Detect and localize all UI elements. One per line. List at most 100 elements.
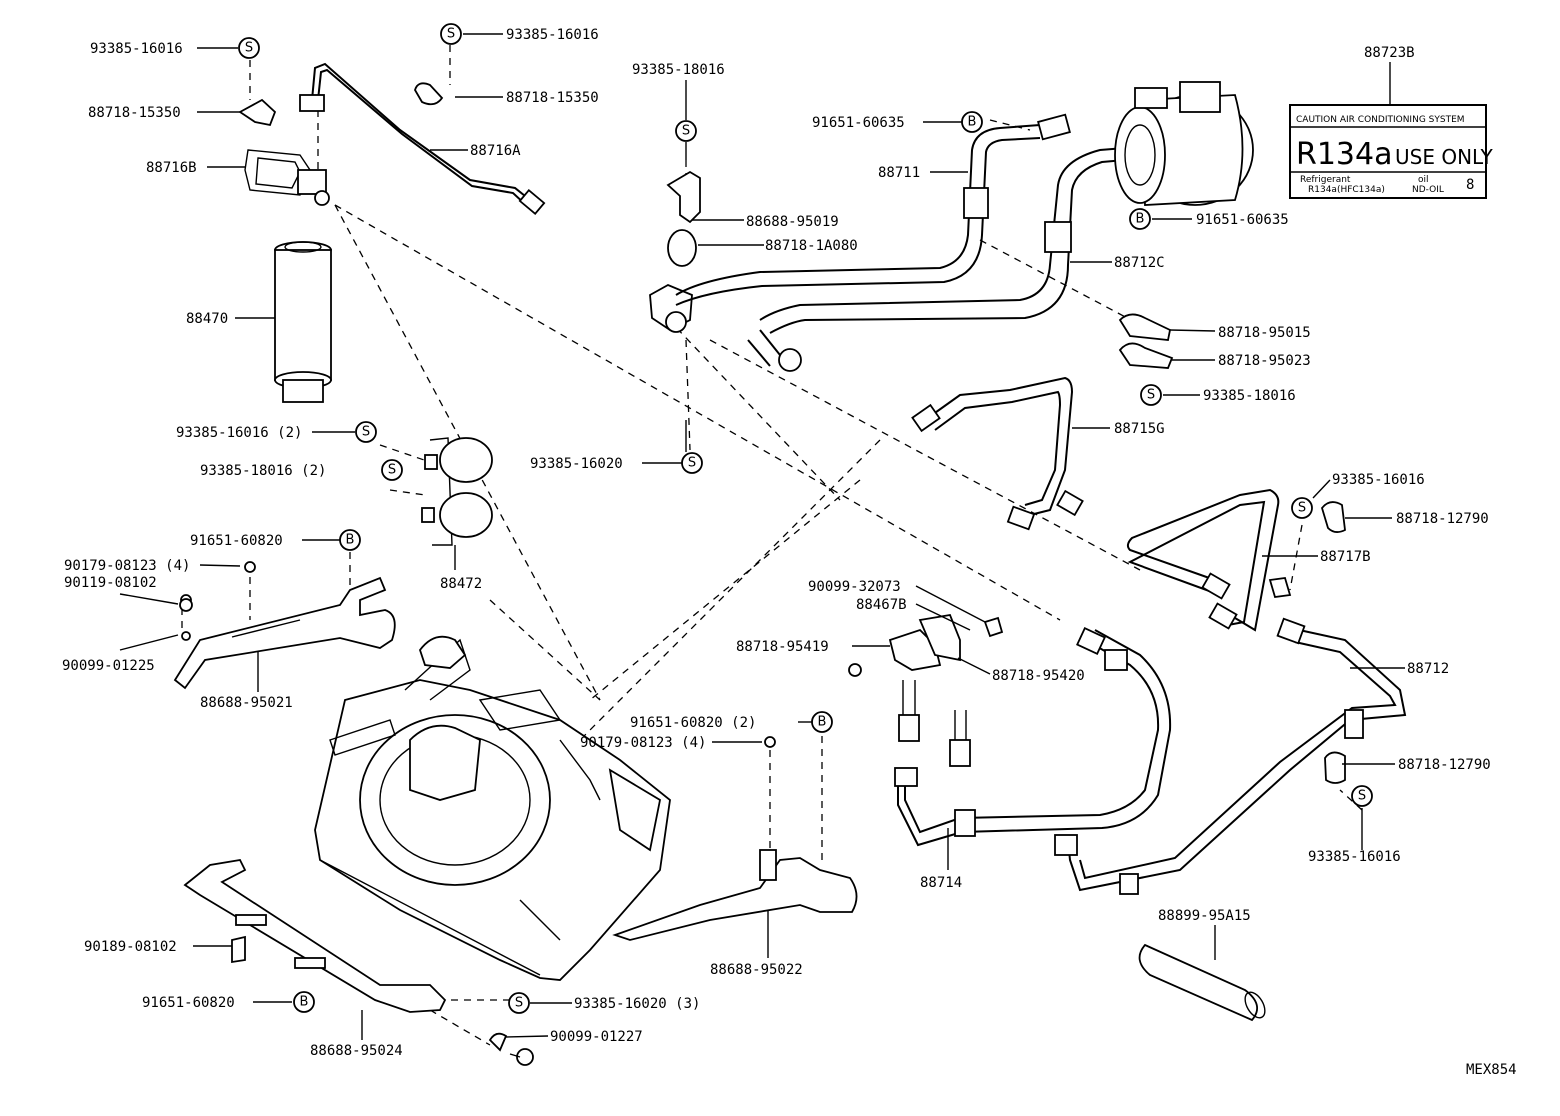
- callout-label: 93385-16020: [530, 456, 623, 472]
- insulator-88899-95A15: [1138, 943, 1266, 1022]
- callout-label: 88716B: [146, 160, 197, 176]
- label-line1-right: oil: [1418, 175, 1429, 185]
- svg-text:B: B: [968, 115, 977, 130]
- label-header: CAUTION AIR CONDITIONING SYSTEM: [1296, 115, 1465, 125]
- screw-symbol: S: [238, 37, 260, 59]
- callout-label: 88688-95021: [200, 695, 293, 711]
- hose-88712C: [747, 147, 1126, 372]
- callout-label: 88688-95024: [310, 1043, 403, 1059]
- callout-label: 88718-15350: [88, 105, 181, 121]
- callout-label: 88718-12790: [1396, 511, 1489, 527]
- svg-text:S: S: [1147, 388, 1155, 403]
- compressor: [1114, 81, 1254, 206]
- callout-label: 90119-08102: [64, 575, 157, 591]
- clamp-left: [238, 98, 277, 127]
- bottom-fasteners: [488, 1032, 534, 1066]
- callout-label: 88688-95019: [746, 214, 839, 230]
- callout-label: 93385-18016: [1203, 388, 1296, 404]
- svg-text:B: B: [818, 715, 827, 730]
- callout-label: 88714: [920, 875, 962, 891]
- receiver-drier: [274, 241, 332, 403]
- bracket-88472: [421, 437, 493, 546]
- label-main: R134a: [1296, 137, 1393, 172]
- callout-label: 93385-16016: [90, 41, 183, 57]
- svg-text:S: S: [515, 996, 523, 1011]
- bracket-88688-95021: [173, 576, 396, 690]
- label-code: 8: [1466, 177, 1474, 193]
- callout-labels: 93385-16016 88718-15350 88716B 88470 933…: [62, 27, 1517, 1078]
- callout-label: 88711: [878, 165, 920, 181]
- callout-label: 88715G: [1114, 421, 1165, 437]
- callout-label: 88718-12790: [1398, 757, 1491, 773]
- callout-label: 90099-01227: [550, 1029, 643, 1045]
- callout-label: 88712C: [1114, 255, 1165, 271]
- callout-label: 88470: [186, 311, 228, 327]
- screw-symbol: S: [681, 452, 703, 474]
- callout-label: 93385-16016 (2): [176, 425, 302, 441]
- callout-label: 88718-15350: [506, 90, 599, 106]
- evaporator-unit: [314, 635, 671, 981]
- callout-label: 88723B: [1364, 45, 1415, 61]
- callout-label: 88718-95420: [992, 668, 1085, 684]
- callout-label: 93385-18016 (2): [200, 463, 326, 479]
- bolt-symbol: B: [339, 529, 361, 551]
- callout-label: 93385-16016: [506, 27, 599, 43]
- symbol-circles: S S S B B S S S S B S B S B S: [179, 23, 1373, 1014]
- bolt-symbol: B: [1129, 208, 1151, 230]
- hose-88717B: [1126, 488, 1292, 632]
- callout-label: 88899-95A15: [1158, 908, 1251, 924]
- bracket-88688-95024: [183, 859, 447, 1013]
- callout-label: 91651-60820: [142, 995, 235, 1011]
- callout-label: 90179-08123 (4): [64, 558, 190, 574]
- svg-text:S: S: [388, 463, 396, 478]
- screw-symbol: S: [1351, 785, 1373, 807]
- callout-label: 88467B: [856, 597, 907, 613]
- callout-label: 93385-16016: [1308, 849, 1401, 865]
- callout-label: 88718-95419: [736, 639, 829, 655]
- bolt-symbol: B: [293, 991, 315, 1013]
- bracket-88688-95019: [649, 170, 701, 333]
- svg-text:S: S: [447, 27, 455, 42]
- svg-text:S: S: [682, 124, 690, 139]
- clamp-12790-lower: [1324, 751, 1346, 784]
- label-line1-left: Refrigerant: [1300, 175, 1351, 185]
- hose-88711: [675, 113, 1071, 306]
- svg-text:S: S: [362, 425, 370, 440]
- callout-label: 91651-60820: [190, 533, 283, 549]
- svg-text:S: S: [1298, 501, 1306, 516]
- screw-symbol: S: [1291, 497, 1313, 519]
- svg-text:S: S: [245, 41, 253, 56]
- label-suffix: USE ONLY: [1395, 145, 1494, 169]
- caution-label-plate: CAUTION AIR CONDITIONING SYSTEM R134a US…: [1289, 104, 1494, 199]
- screw-symbol: S: [1140, 384, 1162, 406]
- callout-label: 88717B: [1320, 549, 1371, 565]
- bracket-95419: [848, 613, 1004, 767]
- screw-symbol: S: [675, 120, 697, 142]
- clamp-right: [414, 82, 444, 106]
- clamp-pair: [1118, 313, 1174, 369]
- bolt-symbol: B: [961, 111, 983, 133]
- callout-label: 88472: [440, 576, 482, 592]
- callout-label: 88718-1A080: [765, 238, 858, 254]
- callout-label: 91651-60635: [812, 115, 905, 131]
- hose-88712: [1054, 617, 1407, 895]
- hose-88714: [894, 626, 1172, 847]
- callout-label: 90099-01225: [62, 658, 155, 674]
- callout-label: 93385-16020 (3): [574, 996, 700, 1012]
- callout-label: 88716A: [470, 143, 521, 159]
- callout-label: 88688-95022: [710, 962, 803, 978]
- callout-label: 88712: [1407, 661, 1449, 677]
- tube-88716A: [299, 62, 546, 216]
- screw-symbol: S: [381, 459, 403, 481]
- callout-label: 88718-95015: [1218, 325, 1311, 341]
- svg-text:S: S: [1358, 789, 1366, 804]
- callout-label: 88718-95023: [1218, 353, 1311, 369]
- washer-icon: [244, 561, 256, 573]
- hose-88715G: [911, 376, 1084, 531]
- bolt-symbol: B: [811, 711, 833, 733]
- bracket-88688-95022: [612, 849, 858, 941]
- svg-text:B: B: [1136, 212, 1145, 227]
- callout-label: 93385-18016: [632, 62, 725, 78]
- callout-label: 91651-60635: [1196, 212, 1289, 228]
